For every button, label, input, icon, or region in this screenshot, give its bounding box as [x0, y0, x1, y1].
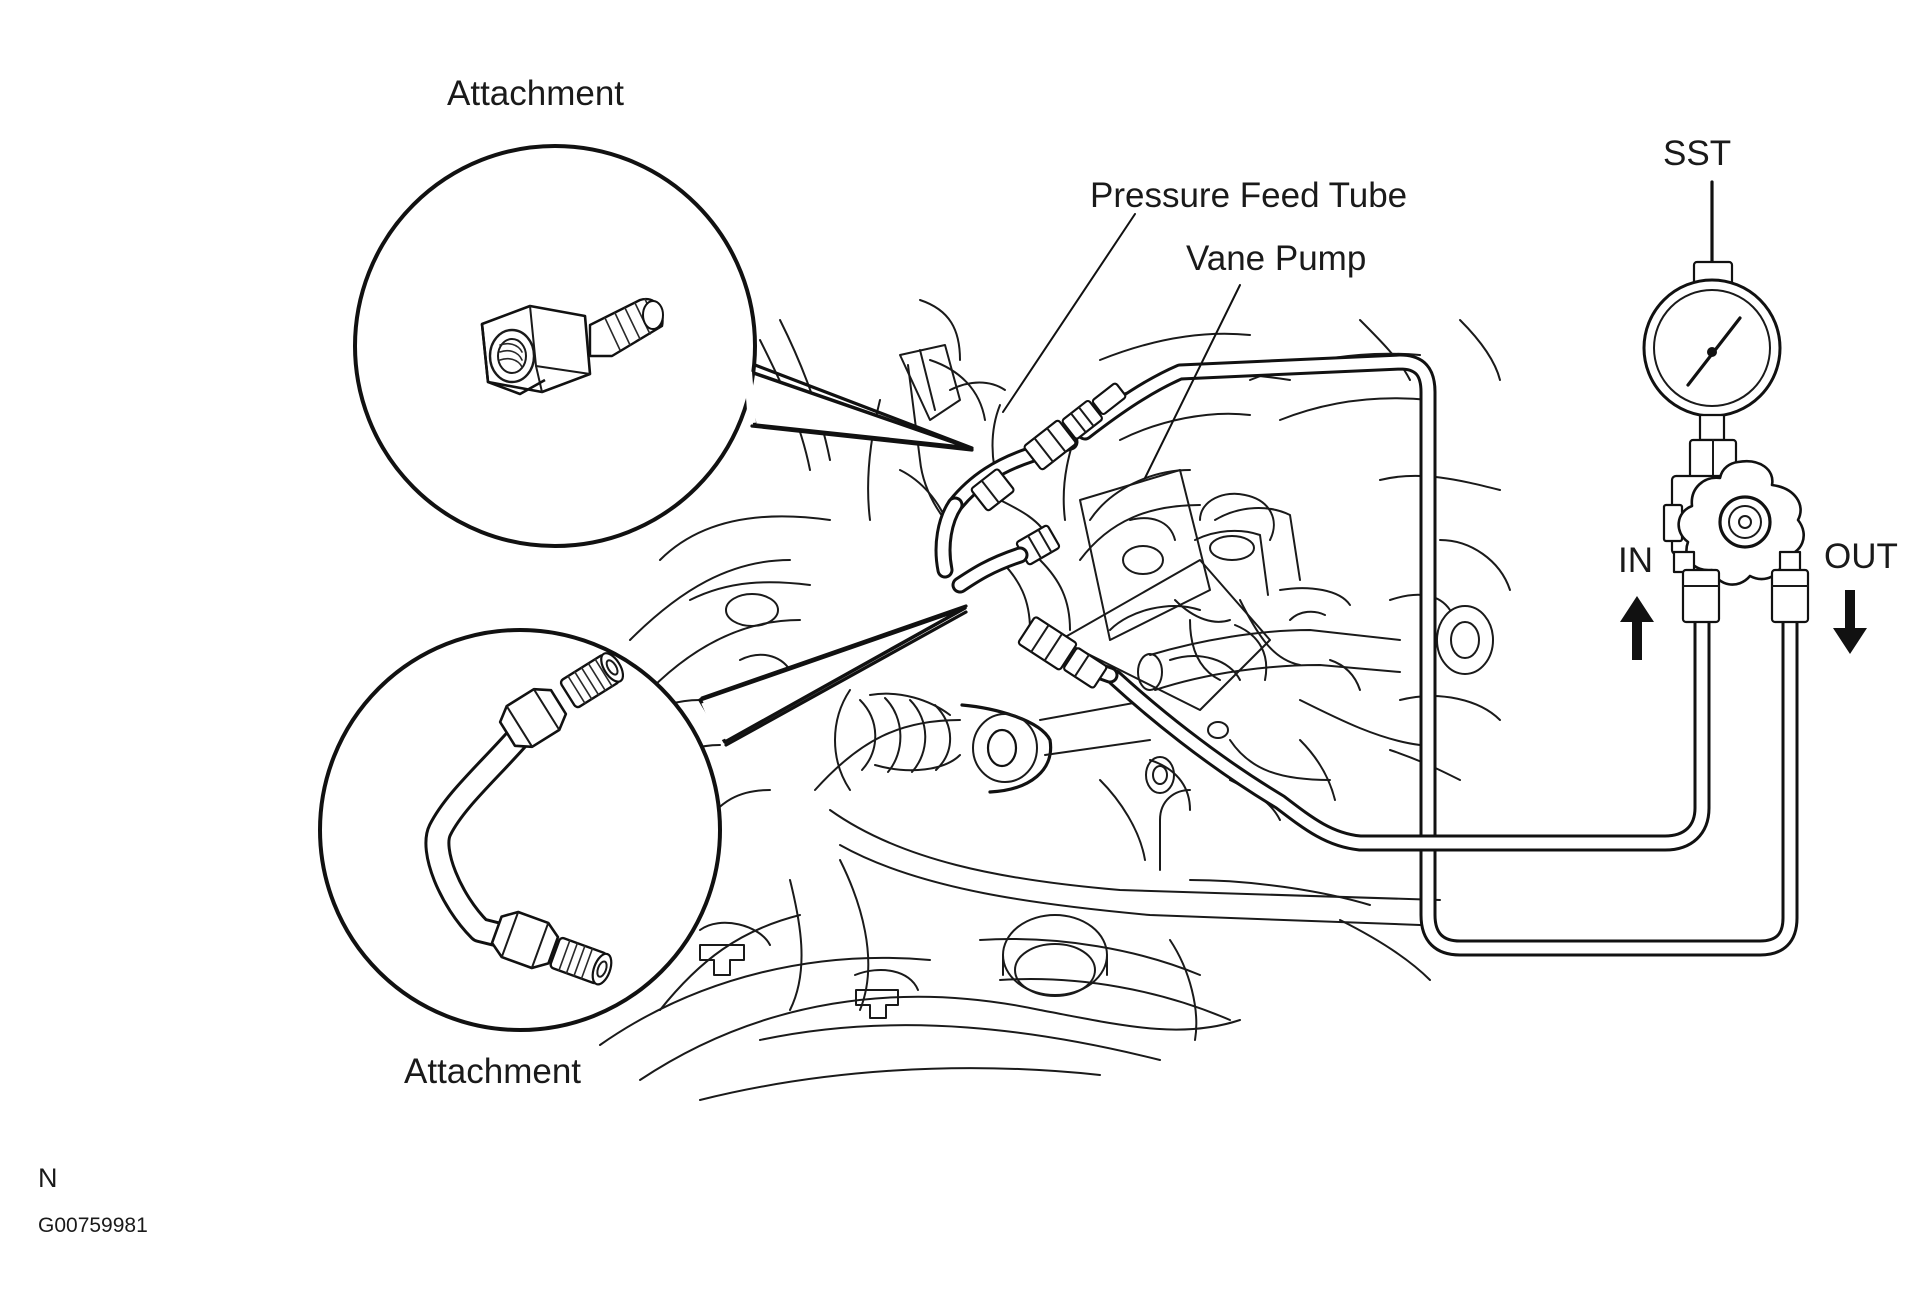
upper-fitting [970, 382, 1127, 512]
out-label: OUT [1824, 537, 1898, 576]
lower-fitting [1017, 616, 1108, 689]
attachment-top-label: Attachment [447, 74, 624, 113]
top-attachment-callout [353, 144, 974, 548]
footer-letter: N [38, 1163, 58, 1193]
pressure-feed-tube-label: Pressure Feed Tube [1090, 176, 1407, 215]
bent-tube-adapter-icon [424, 652, 625, 986]
vane-pump-label: Vane Pump [1186, 239, 1366, 278]
in-label: IN [1618, 541, 1653, 580]
middle-fitting [951, 524, 1061, 594]
label-leader-lines [1002, 213, 1241, 479]
attachment-bottom-label: Attachment [404, 1052, 581, 1091]
sst-label: SST [1663, 134, 1731, 173]
figure-code: G00759981 [38, 1214, 148, 1237]
steering-rack-boot [834, 689, 1151, 794]
in-arrow-icon [1620, 596, 1654, 660]
bottom-attachment-callout [318, 604, 968, 1032]
out-arrow-icon [1833, 590, 1867, 654]
straight-adapter-icon [480, 297, 664, 396]
sst-pressure-gauge [1642, 180, 1810, 624]
